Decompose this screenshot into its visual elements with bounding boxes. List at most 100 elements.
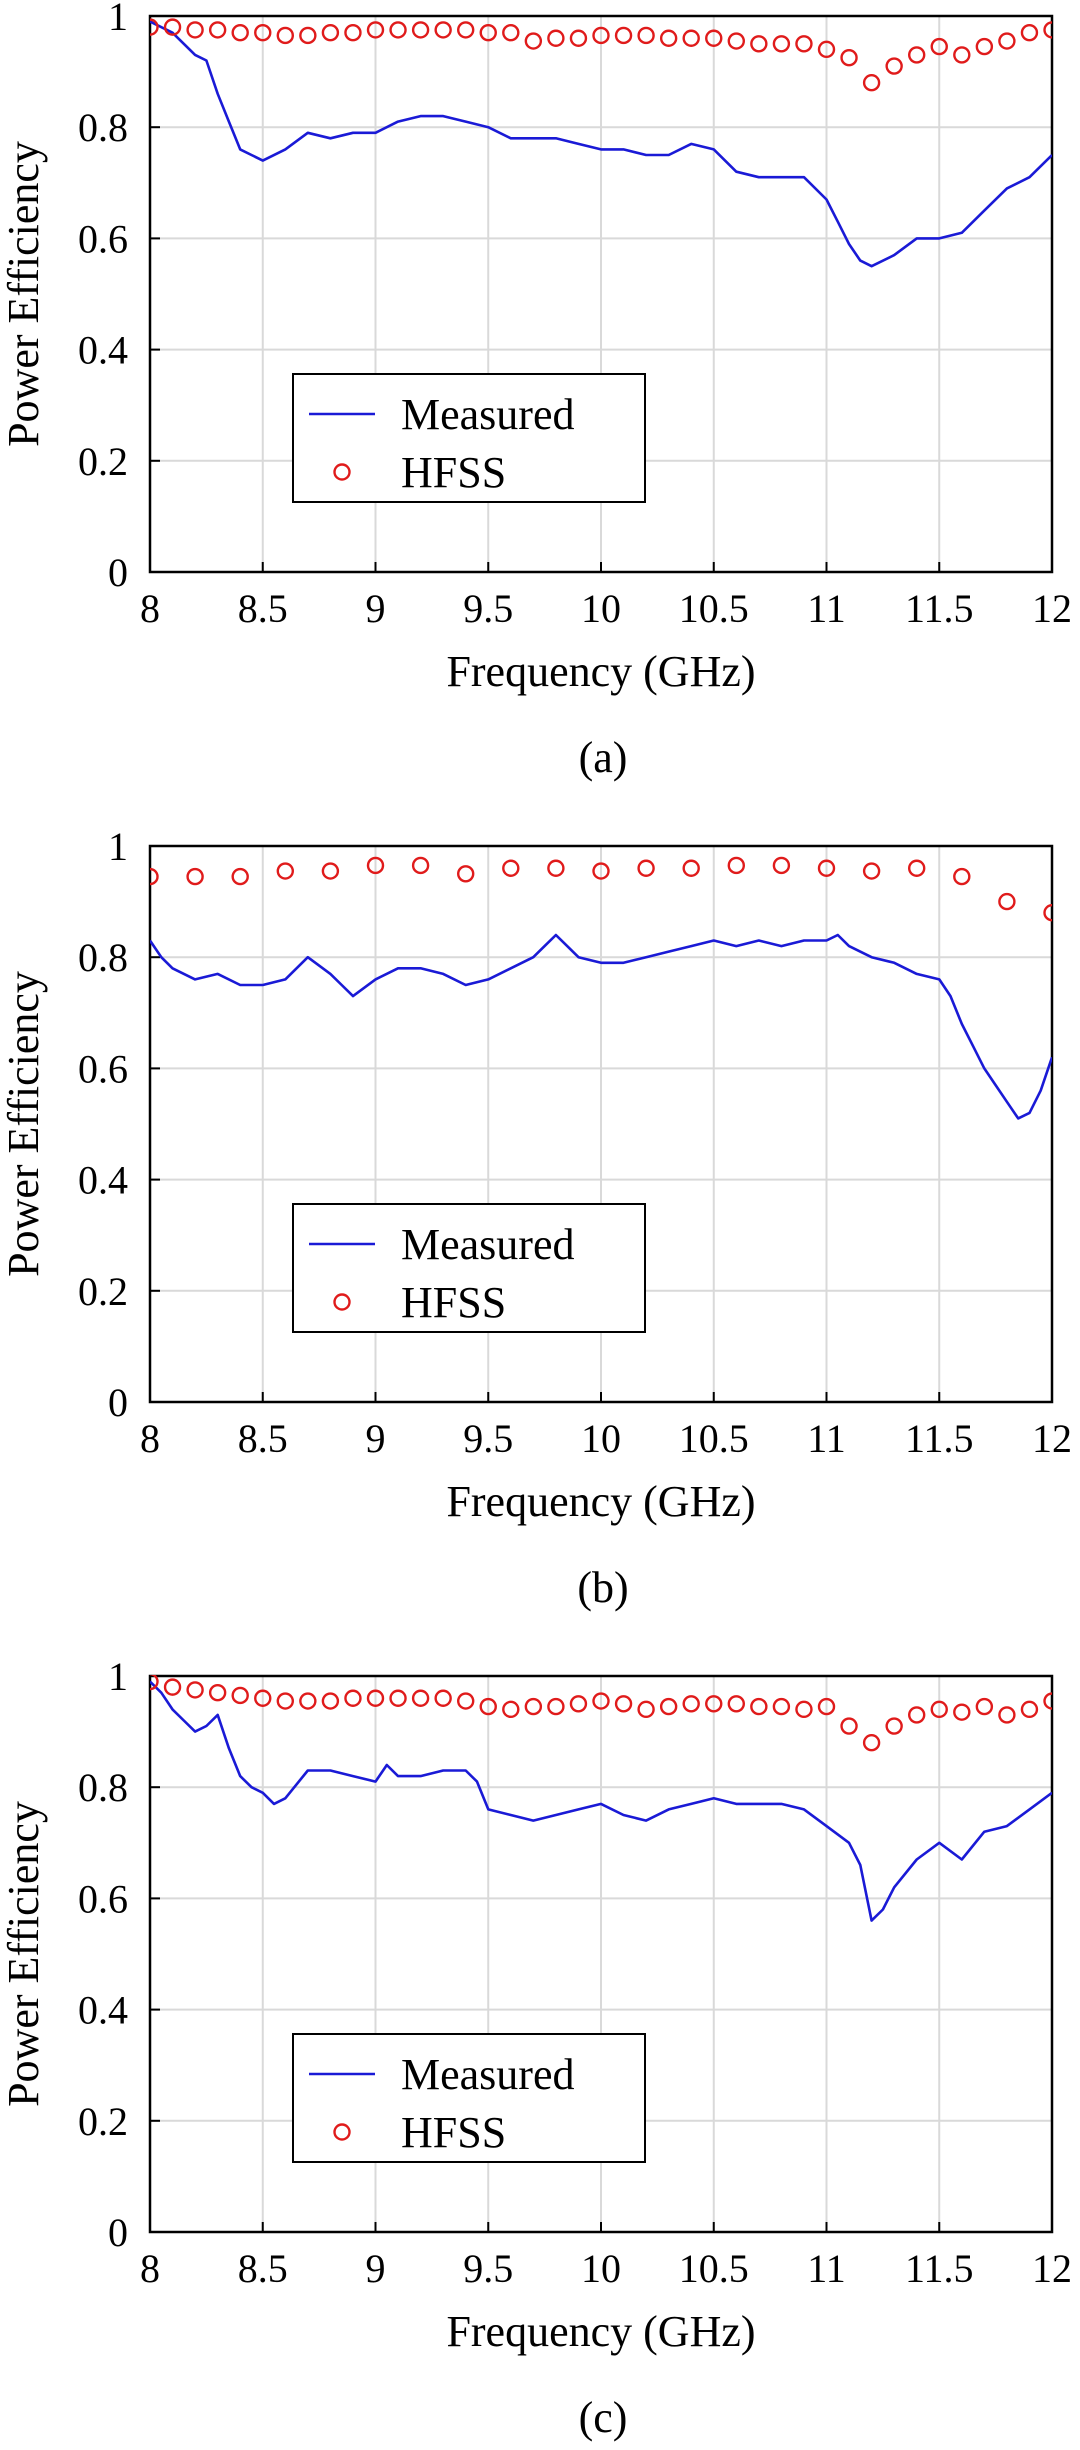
hfss-marker [321, 862, 340, 880]
hfss-marker [366, 1689, 385, 1707]
hfss-marker [299, 1692, 317, 1710]
hfss-marker [457, 865, 475, 883]
legend-box [292, 1203, 646, 1333]
hfss-marker [659, 29, 678, 47]
y-tick-label: 0.4 [78, 1158, 128, 1203]
hfss-marker [592, 26, 610, 45]
hfss-marker [705, 1695, 723, 1713]
y-axis-label: Power Efficiency [0, 1801, 48, 2107]
hfss-marker [817, 859, 836, 877]
x-axis-label: Frequency (GHz) [446, 2307, 755, 2356]
hfss-marker [276, 1692, 294, 1710]
hfss-marker [998, 892, 1016, 911]
legend-marker-swatch [333, 2123, 351, 2141]
hfss-marker [163, 1678, 182, 1696]
hfss-marker [637, 1700, 655, 1719]
series-layer [150, 1675, 1052, 1922]
hfss-marker [795, 35, 813, 53]
hfss-marker [231, 1686, 249, 1705]
hfss-marker [434, 1689, 452, 1707]
legend-label: HFSS [401, 2108, 506, 2157]
hfss-marker [953, 867, 971, 886]
hfss-marker [682, 859, 700, 877]
hfss-marker [908, 1706, 926, 1724]
hfss-marker [411, 1689, 430, 1707]
x-tick-label: 10.5 [679, 2246, 749, 2291]
y-tick-label: 0.8 [78, 1765, 128, 1810]
x-tick-label: 9.5 [463, 1416, 513, 1461]
hfss-marker [862, 74, 881, 92]
hfss-marker [150, 18, 159, 36]
hfss-marker [614, 1695, 633, 1713]
y-tick-label: 0.6 [78, 1876, 128, 1921]
hfss-marker [569, 29, 588, 47]
y-tick-label: 0 [108, 1380, 128, 1425]
legend-label: Measured [401, 2050, 575, 2099]
hfss-marker [930, 1700, 948, 1719]
hfss-marker [457, 1692, 475, 1710]
hfss-marker [637, 26, 655, 45]
x-tick-label: 9.5 [463, 2246, 513, 2291]
legend-box [292, 2033, 646, 2163]
legend-label: Measured [401, 390, 575, 439]
x-tick-label: 10 [581, 1416, 621, 1461]
x-tick-label: 8 [140, 1416, 160, 1461]
y-tick-label: 0 [108, 2210, 128, 2255]
y-tick-label: 0.6 [78, 1046, 128, 1091]
x-tick-label: 11 [807, 2246, 846, 2291]
hfss-marker [502, 859, 520, 877]
legend-label: HFSS [401, 1278, 506, 1327]
hfss-marker [930, 37, 948, 56]
x-tick-label: 12 [1032, 2246, 1072, 2291]
hfss-marker [479, 1697, 497, 1716]
hfss-marker [524, 1697, 543, 1716]
hfss-marker [659, 1697, 678, 1716]
x-tick-label: 8 [140, 2246, 160, 2291]
hfss-marker [953, 46, 971, 64]
hfss-marker [682, 29, 700, 47]
hfss-marker [772, 35, 791, 53]
hfss-marker [727, 1695, 745, 1713]
hfss-marker [150, 1675, 159, 1691]
hfss-marker [1043, 904, 1052, 922]
y-tick-label: 0.2 [78, 1269, 128, 1314]
hfss-marker [231, 23, 249, 42]
y-tick-label: 1 [108, 824, 128, 869]
x-tick-label: 10.5 [679, 1416, 749, 1461]
hfss-marker [862, 1734, 881, 1752]
hfss-marker [1043, 21, 1052, 39]
y-tick-label: 0.4 [78, 328, 128, 373]
hfss-marker [953, 1703, 971, 1721]
series-layer [150, 18, 1052, 268]
hfss-marker [727, 32, 745, 50]
hfss-marker [1020, 1700, 1039, 1719]
hfss-marker [344, 23, 362, 42]
x-axis-label: Frequency (GHz) [446, 647, 755, 696]
legend-box [292, 373, 646, 503]
hfss-marker [1020, 23, 1039, 42]
measured-line [150, 20, 1052, 268]
hfss-marker [321, 23, 340, 42]
hfss-marker [502, 1700, 520, 1719]
hfss-marker [772, 1697, 791, 1716]
hfss-marker [208, 1683, 227, 1702]
hfss-marker [186, 21, 204, 39]
y-axis-label: Power Efficiency [0, 971, 48, 1277]
hfss-marker [389, 21, 407, 39]
hfss-marker [547, 1697, 565, 1716]
hfss-marker [457, 21, 475, 39]
hfss-marker [637, 859, 655, 877]
hfss-marker [1043, 1692, 1052, 1710]
x-tick-label: 10 [581, 586, 621, 631]
measured-line [150, 1680, 1052, 1922]
x-tick-label: 11 [807, 1416, 846, 1461]
x-tick-label: 9 [366, 2246, 386, 2291]
hfss-marker [705, 29, 723, 47]
hfss-marker [772, 856, 791, 875]
x-tick-label: 11.5 [905, 586, 974, 631]
hfss-marker [547, 859, 565, 877]
